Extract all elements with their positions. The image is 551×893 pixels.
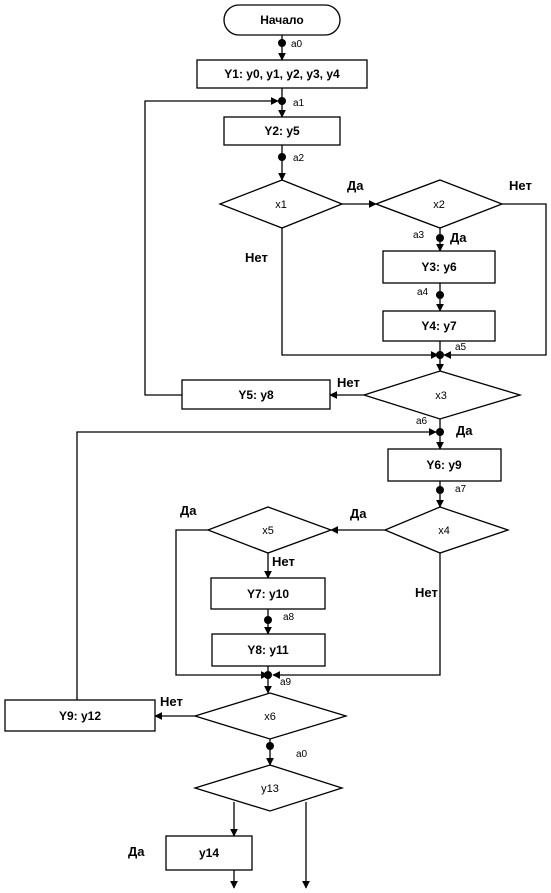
branch-x3-no: Нет xyxy=(337,375,360,390)
operator-y3-label: Y3: y6 xyxy=(421,260,457,274)
operator-y7-label: Y7: y10 xyxy=(247,587,289,601)
operator-y2-label: Y2: y5 xyxy=(264,124,300,138)
operator-y6: Y6: y9 xyxy=(387,448,502,482)
state-a0-top: a0 xyxy=(291,39,303,50)
operator-y1: Y1: y0, y1, y2, y3, y4 xyxy=(196,59,368,89)
operator-y8-label: Y8: y11 xyxy=(247,643,289,657)
condition-x5-label: x5 xyxy=(262,525,274,537)
operator-y6-label: Y6: y9 xyxy=(426,458,462,472)
operator-y5-label: Y5: y8 xyxy=(238,388,274,402)
condition-x3: x3 xyxy=(361,370,523,420)
state-labels: a0 a1 a2 a3 a4 a5 a6 a7 a8 a9 a0 xyxy=(280,39,467,760)
branch-x4-no: Нет xyxy=(415,585,438,600)
operator-y9-label: Y9: y12 xyxy=(59,709,101,723)
condition-x1-label: x1 xyxy=(275,199,287,211)
branch-x4-yes: Да xyxy=(350,506,367,521)
operator-y7: Y7: y10 xyxy=(210,577,326,610)
state-a0-bottom: a0 xyxy=(296,749,308,760)
condition-x2-label: x2 xyxy=(433,199,445,211)
condition-x1: x1 xyxy=(218,179,344,229)
operator-y4: Y4: y7 xyxy=(382,310,496,342)
condition-y13: y13 xyxy=(192,764,345,812)
state-a9: a9 xyxy=(280,677,292,688)
operator-y8: Y8: y11 xyxy=(211,633,326,667)
branch-x6-no: Нет xyxy=(160,694,183,709)
condition-x4-label: x4 xyxy=(438,525,450,537)
condition-x3-label: x3 xyxy=(435,390,447,402)
state-dots xyxy=(264,39,444,750)
state-a4: a4 xyxy=(417,287,429,298)
start-terminal: Начало xyxy=(223,4,341,36)
condition-x2: x2 xyxy=(374,179,504,229)
condition-y13-label: y13 xyxy=(261,783,279,795)
operator-y9: Y9: y12 xyxy=(4,699,156,732)
condition-x5: x5 xyxy=(206,506,333,554)
condition-x6-label: x6 xyxy=(264,711,276,723)
operator-y3: Y3: y6 xyxy=(382,250,496,284)
branch-x2-yes: Да xyxy=(450,230,467,245)
state-a7: a7 xyxy=(455,484,467,495)
operator-y14: y14 xyxy=(165,835,253,871)
branch-x1-yes: Да xyxy=(347,178,364,193)
operator-y5: Y5: y8 xyxy=(181,379,331,410)
state-a3: a3 xyxy=(413,230,425,241)
condition-x6: x6 xyxy=(192,692,349,740)
branch-labels: Да Нет Нет Да Нет Да Да Нет Да Нет Нет Д… xyxy=(128,178,532,859)
operator-y14-label: y14 xyxy=(199,846,219,860)
state-a2: a2 xyxy=(293,153,305,164)
operator-y1-label: Y1: y0, y1, y2, y3, y4 xyxy=(224,67,340,81)
branch-x5-yes: Да xyxy=(180,503,197,518)
branch-x2-no: Нет xyxy=(509,178,532,193)
state-a8: a8 xyxy=(283,612,295,623)
state-a5: a5 xyxy=(455,342,467,353)
operator-y4-label: Y4: y7 xyxy=(421,319,457,333)
branch-x5-no: Нет xyxy=(272,554,295,569)
state-a6: a6 xyxy=(416,416,428,427)
branch-x3-yes: Да xyxy=(456,423,473,438)
state-a1: a1 xyxy=(293,98,305,109)
branch-x1-no: Нет xyxy=(245,250,268,265)
branch-y13-yes: Да xyxy=(128,844,145,859)
start-label: Начало xyxy=(260,13,303,27)
condition-x4: x4 xyxy=(383,506,511,554)
operator-y2: Y2: y5 xyxy=(223,116,341,146)
